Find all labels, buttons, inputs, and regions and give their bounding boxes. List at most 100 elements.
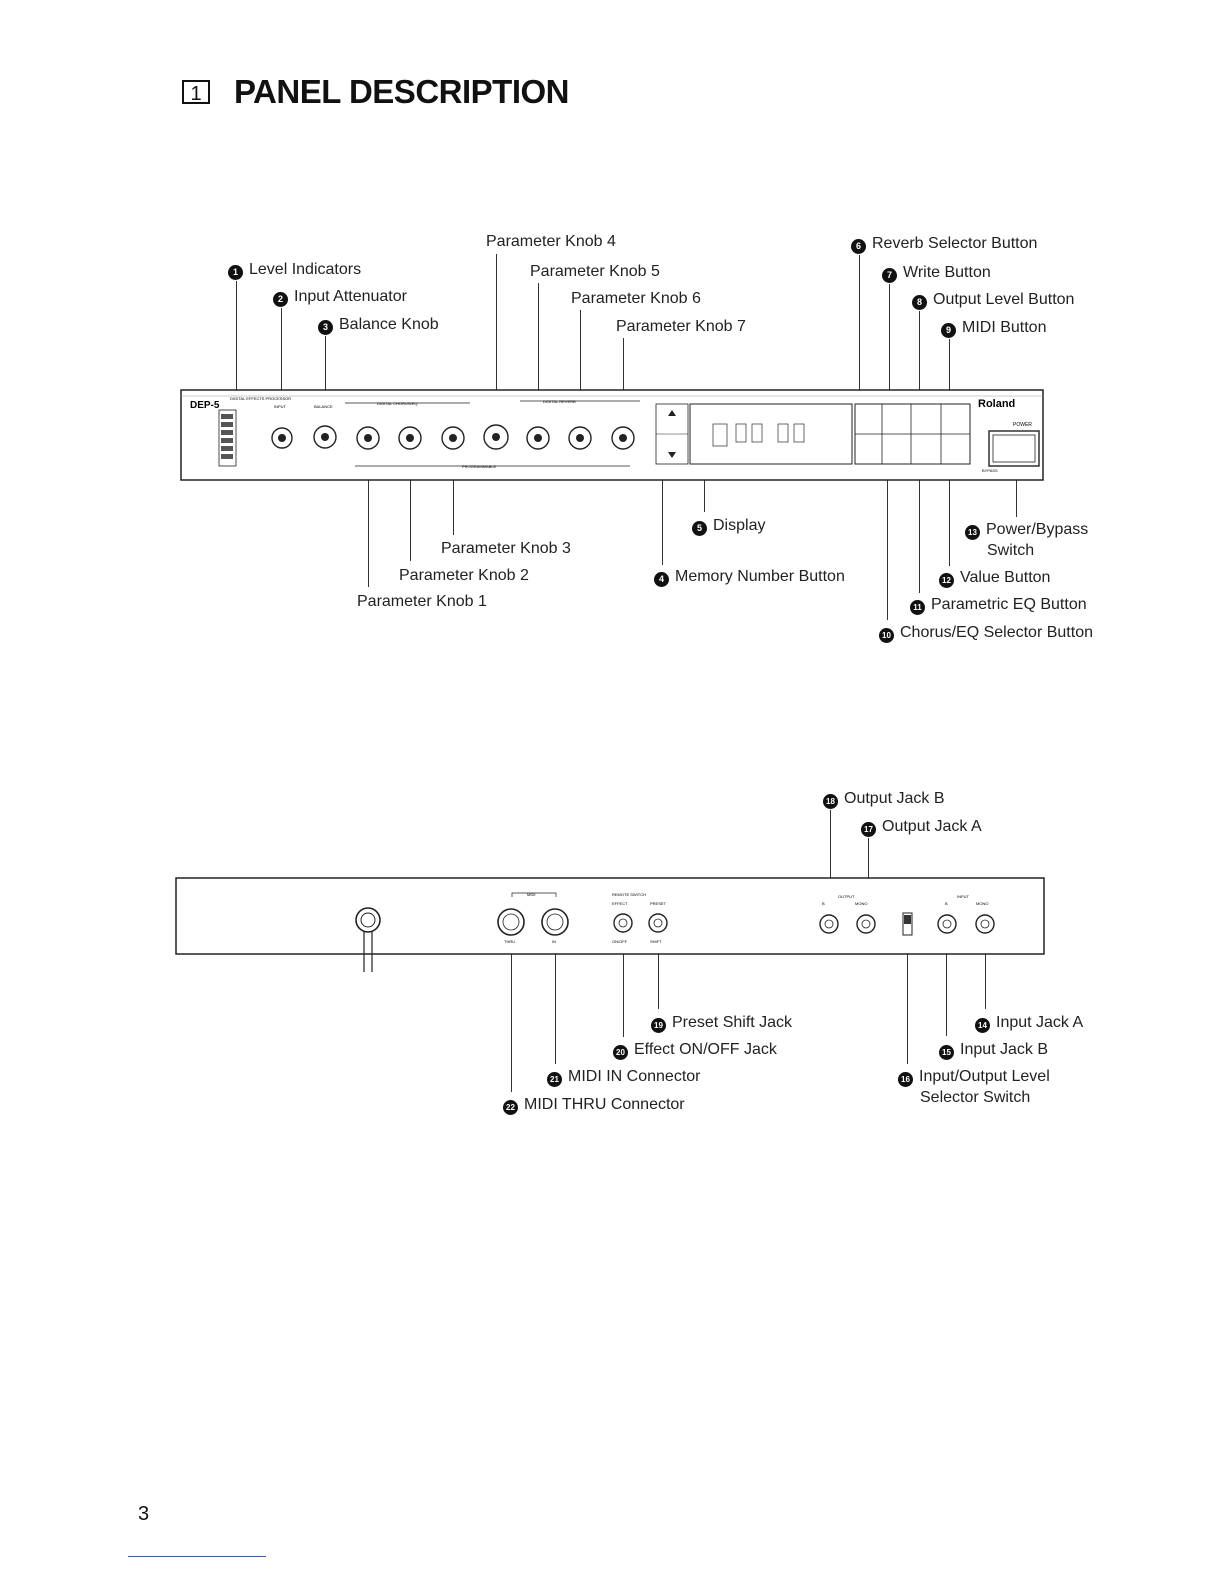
display-window xyxy=(689,403,853,465)
callout-number: 5 xyxy=(692,521,707,536)
label-param-knob-7: Parameter Knob 7 xyxy=(616,318,746,335)
in-caption: IN xyxy=(552,939,556,944)
level-selector-switch xyxy=(902,912,913,936)
callout-number: 13 xyxy=(965,525,980,540)
callout-number: 21 xyxy=(547,1072,562,1087)
callout-number: 18 xyxy=(823,794,838,809)
leader-line xyxy=(859,255,860,405)
leader-line xyxy=(453,463,454,535)
parameter-knob-5 xyxy=(526,426,550,450)
leader-line xyxy=(658,938,659,1009)
level-indicators-meter xyxy=(218,409,237,467)
label-text: Reverb Selector Button xyxy=(872,235,1038,252)
label-text: Level Indicators xyxy=(249,261,362,278)
leader-line xyxy=(368,463,369,587)
input-b-caption: B xyxy=(945,901,948,906)
callout-number: 6 xyxy=(851,239,866,254)
label-param-knob-2: Parameter Knob 2 xyxy=(399,567,529,584)
label-text: MIDI Button xyxy=(962,319,1047,336)
leader-line xyxy=(496,254,497,404)
leader-line xyxy=(946,935,947,1036)
leader-line xyxy=(887,448,888,620)
output-jack-a xyxy=(856,914,876,934)
label-text: Preset Shift Jack xyxy=(672,1014,793,1031)
midi-in-connector xyxy=(541,908,569,936)
callout-number: 16 xyxy=(898,1072,913,1087)
label-text: Display xyxy=(713,517,766,534)
label-text: Input Attenuator xyxy=(294,288,407,305)
output-mono-caption: MONO xyxy=(855,901,867,906)
callout-number: 12 xyxy=(939,573,954,588)
leader-line xyxy=(868,838,869,910)
parameter-knob-1 xyxy=(356,426,380,450)
callout-number: 11 xyxy=(910,600,925,615)
output-caption: OUTPUT xyxy=(838,894,855,899)
leader-line xyxy=(985,935,986,1009)
onoff-caption: ON/OFF xyxy=(612,939,628,944)
label-text: Write Button xyxy=(903,264,991,281)
preset-shift-jack xyxy=(648,913,668,933)
brand-logo: Roland xyxy=(978,398,1015,410)
callout-number: 10 xyxy=(879,628,894,643)
label-power-bypass-switch: 13 Power/Bypass xyxy=(965,520,1088,540)
page-title: PANEL DESCRIPTION xyxy=(234,73,570,110)
label-text: Memory Number Button xyxy=(675,568,845,585)
midi-caption: MIDI xyxy=(527,892,535,897)
parameter-knob-2 xyxy=(398,426,422,450)
model-subtitle: DIGITAL EFFECTS PROCESSOR xyxy=(230,396,291,401)
output-b-caption: B xyxy=(822,901,825,906)
label-text: Balance Knob xyxy=(339,316,439,333)
leader-line xyxy=(281,308,282,398)
label-param-knob-3: Parameter Knob 3 xyxy=(441,540,571,557)
label-text: Effect ON/OFF Jack xyxy=(634,1041,777,1058)
leader-line xyxy=(919,448,920,593)
label-text: Parametric EQ Button xyxy=(931,596,1087,613)
leader-line xyxy=(325,336,326,396)
rear-panel-illustration: MIDI THRU IN REMOTE SWITCH EFFECT PRESET… xyxy=(175,877,1045,972)
callout-number: 4 xyxy=(654,572,669,587)
callout-number: 17 xyxy=(861,822,876,837)
label-level-indicators: 1 Level Indicators xyxy=(228,260,361,280)
leader-line xyxy=(830,810,831,910)
parameter-knob-4 xyxy=(483,424,509,450)
label-input-output-level-switch-line2: Selector Switch xyxy=(920,1089,1031,1106)
leader-line xyxy=(949,448,950,566)
callout-number: 3 xyxy=(318,320,333,335)
parameter-knob-3 xyxy=(441,426,465,450)
callout-number: 20 xyxy=(613,1045,628,1060)
label-text: MIDI IN Connector xyxy=(568,1068,701,1085)
input-jack-b xyxy=(937,914,957,934)
output-jack-b xyxy=(819,914,839,934)
leader-line xyxy=(623,938,624,1037)
label-reverb-selector-button: 6 Reverb Selector Button xyxy=(851,234,1037,254)
label-text: Power/Bypass xyxy=(986,521,1089,538)
bypass-caption: BYPASS xyxy=(982,468,998,473)
callout-number: 15 xyxy=(939,1045,954,1060)
preset-caption: PRESET xyxy=(650,901,667,906)
leader-line xyxy=(511,935,512,1092)
input-attenuator-knob xyxy=(271,427,293,449)
label-param-knob-5: Parameter Knob 5 xyxy=(530,263,660,280)
leader-line xyxy=(580,310,581,410)
parameter-knob-7 xyxy=(611,426,635,450)
label-param-knob-1: Parameter Knob 1 xyxy=(357,593,487,610)
chorus-group-caption: DIGITAL CHORUS/EQ xyxy=(377,401,417,406)
footer-rule xyxy=(128,1556,266,1557)
leader-line xyxy=(889,284,890,406)
power-bypass-switch xyxy=(988,430,1040,467)
remote-switch-caption: REMOTE SWITCH xyxy=(612,892,646,897)
label-balance-knob: 3 Balance Knob xyxy=(318,315,439,335)
label-midi-in-connector: 21 MIDI IN Connector xyxy=(547,1067,700,1087)
callout-number: 1 xyxy=(228,265,243,280)
leader-line xyxy=(236,281,237,393)
